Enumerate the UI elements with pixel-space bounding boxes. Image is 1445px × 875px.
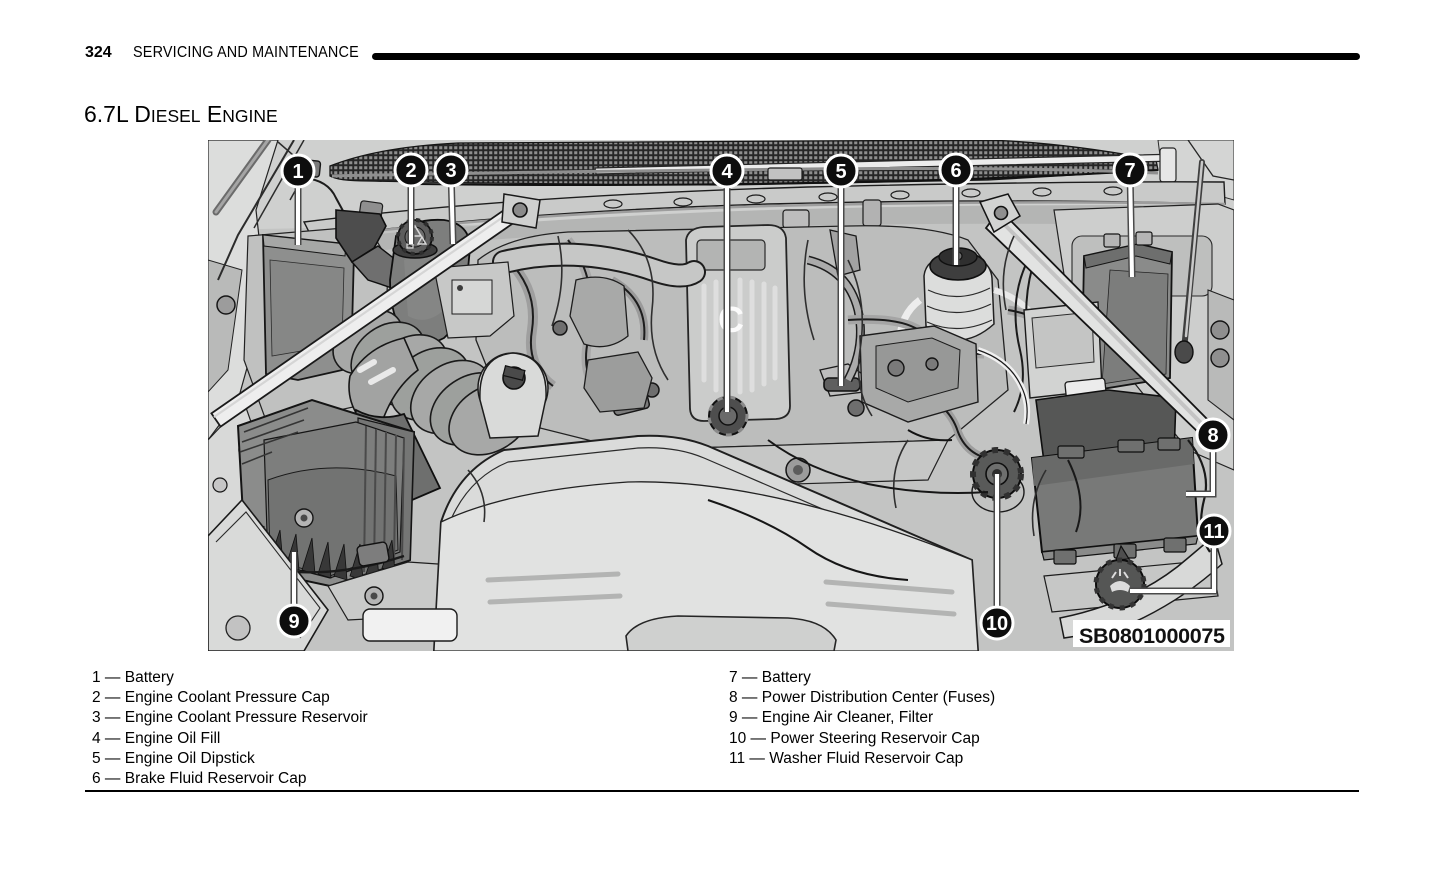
svg-text:8: 8 [1207, 425, 1218, 447]
svg-text:4: 4 [721, 161, 733, 183]
svg-text:3: 3 [445, 160, 456, 182]
svg-text:2: 2 [405, 160, 416, 182]
svg-text:C: C [718, 299, 744, 340]
svg-text:7: 7 [1124, 160, 1135, 182]
svg-text:SB0801000075: SB0801000075 [1079, 624, 1225, 648]
svg-text:1: 1 [292, 161, 303, 183]
svg-text:11: 11 [1203, 521, 1224, 543]
svg-text:5: 5 [835, 161, 846, 183]
svg-text:9: 9 [288, 611, 299, 633]
svg-text:10: 10 [986, 613, 1008, 635]
svg-text:6: 6 [950, 160, 961, 182]
